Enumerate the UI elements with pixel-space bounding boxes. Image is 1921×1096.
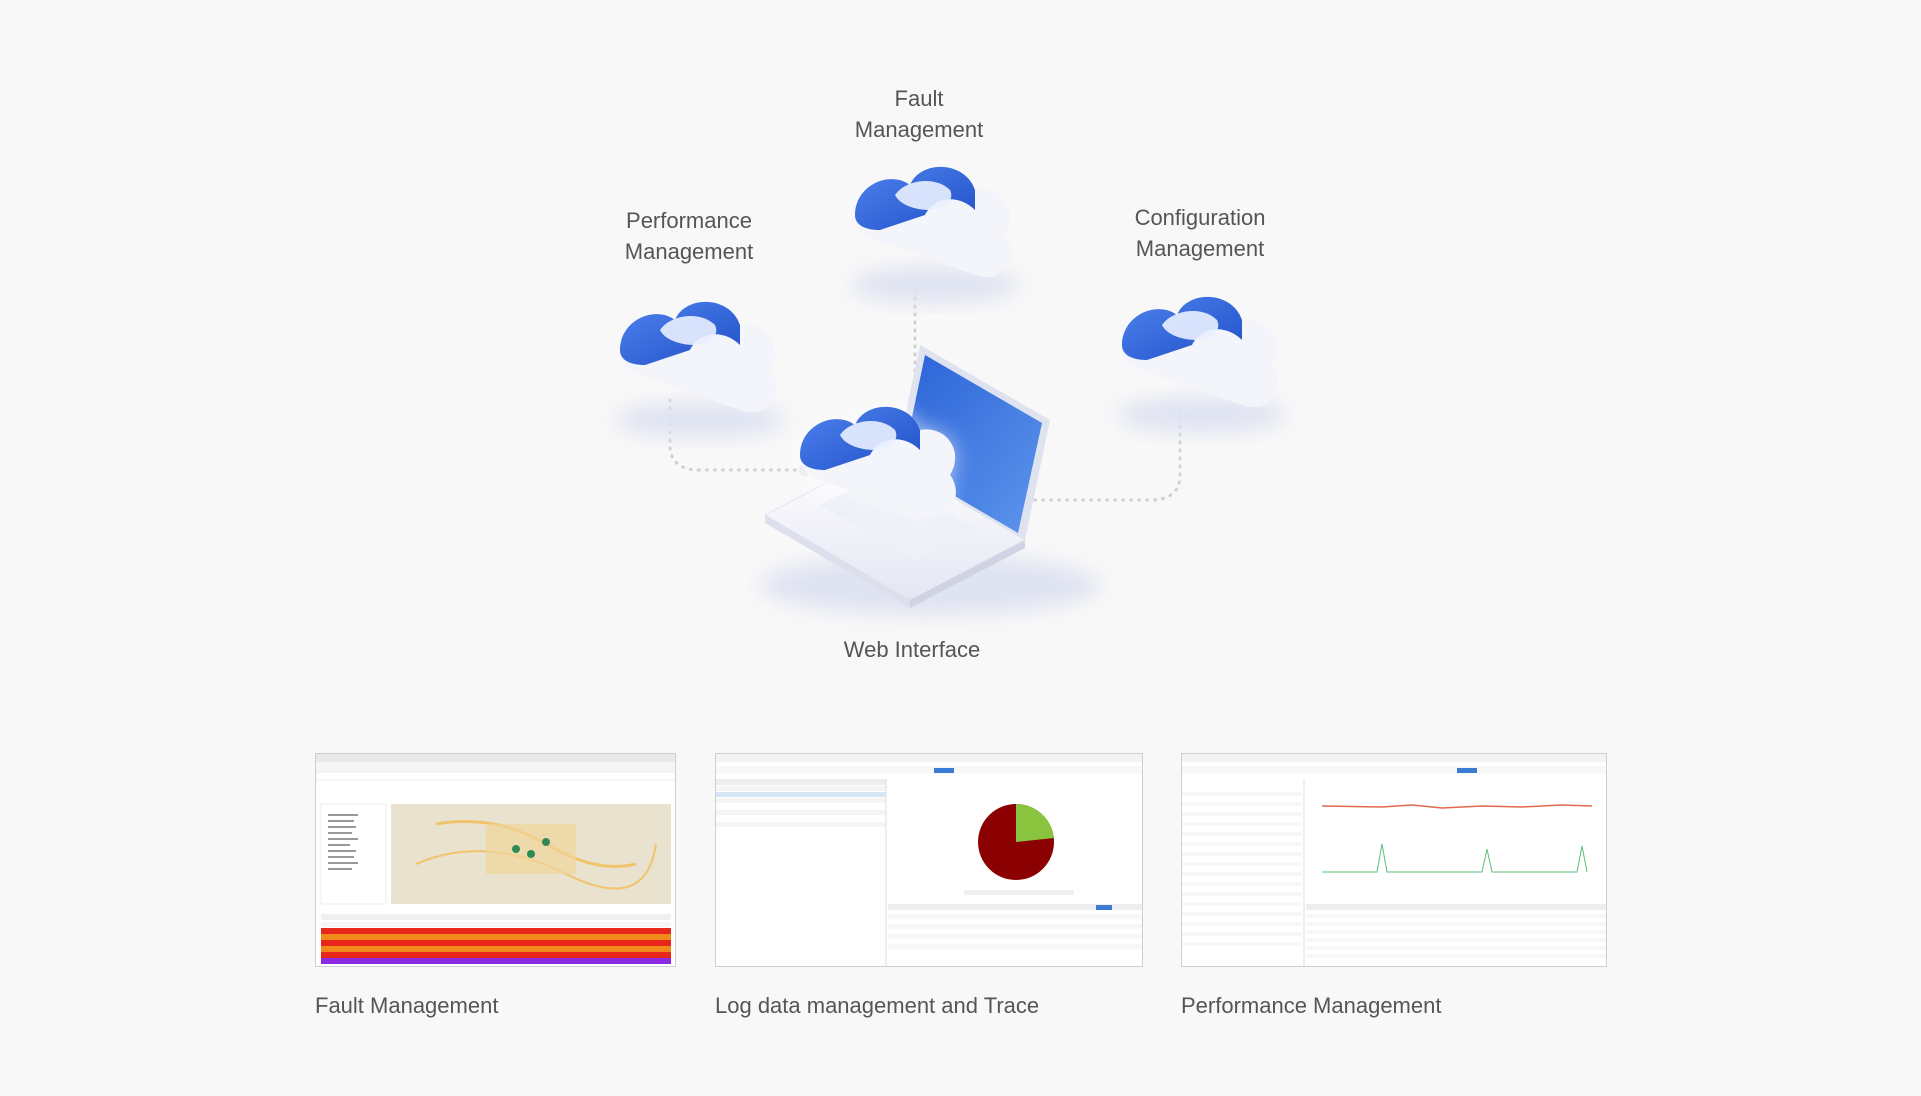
label-web-interface: Web Interface	[843, 637, 981, 662]
caption-fault-management: Fault Management	[315, 993, 499, 1018]
caption-performance-management: Performance Management	[1181, 993, 1442, 1018]
connector-configuration	[973, 408, 1182, 502]
connection-lines	[668, 288, 1182, 502]
label-configuration-management: Configuration Management	[1134, 205, 1266, 261]
configuration-cloud-icon	[1117, 296, 1287, 433]
fault-management-preview	[316, 754, 675, 964]
label-fault-management: Fault Management	[854, 86, 984, 142]
label-performance-management: Performance Management	[624, 208, 754, 264]
performance-preview	[1182, 754, 1606, 966]
caption-log-trace: Log data management and Trace	[715, 993, 1040, 1018]
log-trace-preview	[716, 754, 1142, 966]
fault-management-screenshot	[315, 753, 676, 967]
performance-cloud-icon	[615, 301, 785, 438]
log-trace-screenshot	[715, 753, 1143, 967]
center-cloud-icon	[800, 406, 956, 517]
fault-cloud-icon	[850, 166, 1020, 303]
connector-performance	[668, 398, 807, 472]
performance-screenshot	[1181, 753, 1607, 967]
